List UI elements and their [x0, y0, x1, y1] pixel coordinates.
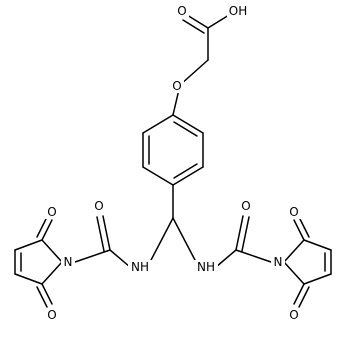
bond-ch-nh-left	[149, 217, 174, 263]
atom-label-oh-acid: OH	[229, 4, 247, 18]
bond-ch-nh-right	[172, 217, 197, 263]
bond-right-c-o-double-a	[235, 215, 244, 251]
bond-left-c-bottom-o-b	[36, 286, 48, 308]
atom-label-o-carbonyl-acid: O	[177, 4, 186, 18]
bond-ring-3	[172, 166, 204, 186]
bond-left-c-o-double-a	[102, 215, 111, 251]
bond-right-n-c-top	[283, 239, 305, 263]
atom-o-left-imide-bottom: O	[45, 308, 59, 322]
atom-o-right-carbamoyl: O	[239, 199, 253, 213]
bond-cooh-c-oh	[207, 14, 230, 29]
bond-right-c-n-imide	[235, 249, 272, 263]
atom-n-left-imide: N	[61, 255, 75, 269]
bond-right-c-o-double-b	[241, 216, 250, 252]
bond-right-c-bottom-o-a	[293, 283, 305, 305]
bond-left-c-top-o-a	[41, 219, 53, 241]
atom-labels: O OH O O O O O O	[45, 4, 301, 322]
atom-label-o-ether: O	[172, 79, 181, 93]
bond-left-c-bottom-cc	[14, 273, 43, 285]
bond-right-c-bottom-o-b	[298, 286, 310, 308]
atom-oh-acid: OH	[227, 4, 249, 18]
atom-label-n-left-imide: N	[64, 255, 73, 269]
bond-left-c-n-imide	[74, 249, 111, 263]
atom-label-o-right-imide-bottom: O	[289, 308, 298, 322]
atom-o-right-imide-top: O	[287, 205, 301, 219]
bond-nh-right-c	[215, 249, 237, 268]
bond-left-c-top-o-b	[36, 216, 48, 238]
bond-left-c-top-cc	[14, 239, 43, 251]
atom-o-right-imide-bottom: O	[287, 308, 301, 322]
bond-left-c-o-double-b	[96, 216, 105, 252]
atom-o-carbonyl-acid: O	[175, 4, 189, 18]
atom-label-n-right-imide: N	[274, 255, 283, 269]
atom-label-o-right-carbamoyl: O	[241, 199, 250, 213]
bond-cooh-c-o-double-b	[182, 19, 205, 34]
bond-ring-4	[142, 166, 174, 186]
atom-label-o-right-imide-top: O	[289, 205, 298, 219]
atom-label-o-left-imide-top: O	[47, 205, 56, 219]
atom-n-right-imide: N	[271, 255, 285, 269]
bond-ring-inner-1	[173, 121, 198, 137]
atom-label-nh-right: NH	[197, 260, 215, 274]
atom-o-left-carbamoyl: O	[92, 199, 106, 213]
bond-ch2-o-ether	[179, 59, 209, 86]
atom-o-left-imide-top: O	[45, 205, 59, 219]
atom-o-ether: O	[170, 79, 184, 93]
bond-left-n-c-top	[41, 239, 63, 263]
atom-label-o-left-carbamoyl: O	[94, 199, 103, 213]
atom-label-o-left-imide-bottom: O	[47, 308, 56, 322]
bond-right-c-bottom-cc	[303, 273, 332, 285]
atom-nh-right: NH	[194, 260, 218, 274]
bond-cooh-c-o-double-a	[186, 14, 209, 29]
bond-right-n-c-bottom	[283, 261, 305, 285]
bond-left-n-c-bottom	[41, 261, 63, 285]
bond-ring-1	[172, 114, 204, 134]
bond-right-c-top-o-a	[293, 219, 305, 241]
atom-nh-left: NH	[128, 260, 152, 274]
bond-nh-left-c	[109, 249, 131, 268]
bond-right-c-top-cc	[303, 239, 332, 251]
atom-label-nh-left: NH	[131, 260, 149, 274]
bond-right-c-top-o-b	[298, 216, 310, 238]
bond-left-c-bottom-o-a	[41, 283, 53, 305]
bond-ring-inner-2	[173, 163, 198, 179]
bond-ring-6	[142, 114, 174, 134]
